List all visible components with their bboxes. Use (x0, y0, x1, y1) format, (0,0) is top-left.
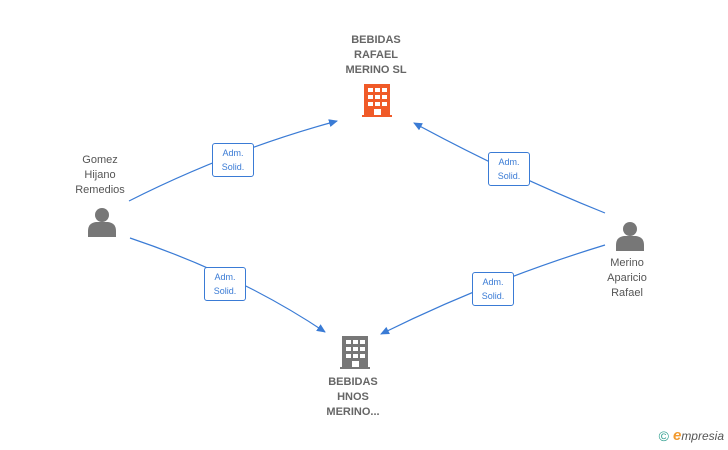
brand-logo: empresia (673, 427, 724, 444)
building-icon[interactable] (362, 84, 392, 117)
building-icon[interactable] (340, 336, 370, 369)
role-line: Solid. (213, 286, 237, 296)
label-line: MERINO... (326, 406, 380, 418)
role-line: Solid. (497, 171, 521, 181)
person-right-label[interactable]: Merino Aparicio Rafael (587, 256, 667, 301)
label-line: Gomez (82, 154, 118, 166)
role-line: Adm. (498, 157, 520, 167)
brand-initial: e (672, 427, 682, 444)
label-line: Hijano (84, 169, 116, 181)
label-line: Merino (610, 257, 644, 269)
label-line: MERINO SL (345, 64, 407, 76)
role-badge[interactable]: Adm. Solid. (488, 152, 530, 186)
person-left-label[interactable]: Gomez Hijano Remedios (60, 153, 140, 198)
brand-footer[interactable]: © empresia (659, 427, 724, 444)
label-line: HNOS (337, 391, 369, 403)
brand-name: mpresia (681, 429, 724, 443)
role-line: Solid. (221, 162, 245, 172)
role-line: Adm. (222, 148, 244, 158)
role-line: Solid. (481, 291, 505, 301)
copyright-icon: © (658, 427, 669, 444)
label-line: RAFAEL (354, 49, 398, 61)
role-line: Adm. (482, 277, 504, 287)
role-line: Adm. (214, 272, 236, 282)
role-badge[interactable]: Adm. Solid. (472, 272, 514, 306)
label-line: Aparicio (607, 272, 647, 284)
role-badge[interactable]: Adm. Solid. (212, 143, 254, 177)
person-icon[interactable] (88, 208, 116, 237)
company-bottom-label[interactable]: BEBIDAS HNOS MERINO... (303, 375, 403, 420)
label-line: Rafael (611, 287, 643, 299)
person-icon[interactable] (616, 222, 644, 251)
company-top-label[interactable]: BEBIDAS RAFAEL MERINO SL (326, 33, 426, 78)
label-line: BEBIDAS (328, 376, 378, 388)
label-line: Remedios (75, 184, 125, 196)
label-line: BEBIDAS (351, 34, 401, 46)
role-badge[interactable]: Adm. Solid. (204, 267, 246, 301)
